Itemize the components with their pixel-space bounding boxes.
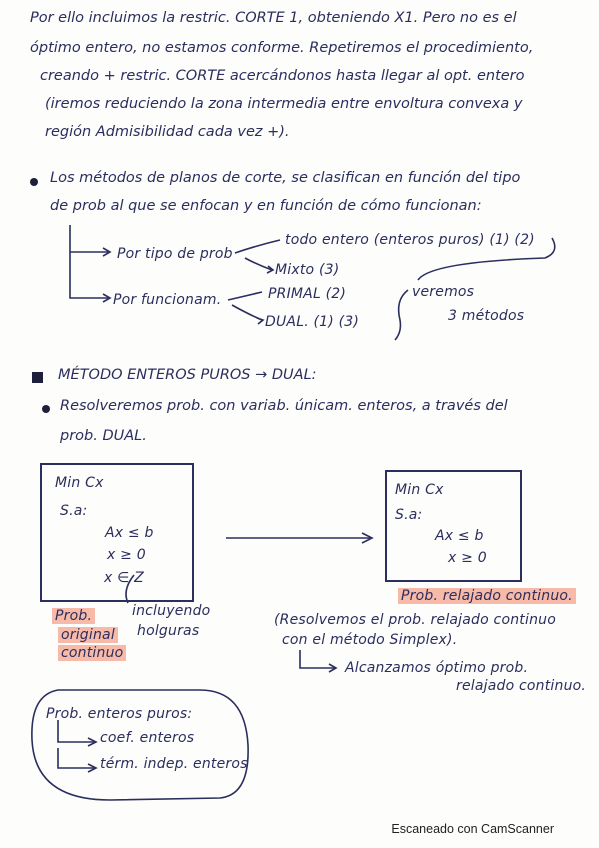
box-line: x ≥ 0	[107, 547, 146, 563]
box-line: Ax ≤ b	[435, 528, 484, 544]
holguras-note: holguras	[137, 623, 200, 639]
section-line: Resolveremos prob. con variab. únicam. e…	[60, 398, 508, 414]
summary-item: coef. enteros	[100, 730, 195, 746]
resolve-result: Alcanzamos óptimo prob.	[345, 660, 529, 676]
bullet-icon	[30, 178, 38, 186]
section-title: MÉTODO ENTEROS PUROS → DUAL:	[58, 367, 317, 383]
branch-func-item: DUAL. (1) (3)	[265, 314, 360, 330]
branch-func-label: Por funcionam.	[113, 292, 222, 308]
relaxed-label: Prob. relajado continuo.	[398, 588, 576, 604]
bullet-icon	[42, 405, 50, 413]
original-problem-box	[40, 463, 194, 602]
box-line: x ∈ Z	[104, 570, 144, 586]
branch-func-item: PRIMAL (2)	[268, 286, 347, 302]
box-line: Ax ≤ b	[105, 525, 154, 541]
resolve-line: con el método Simplex).	[282, 632, 458, 648]
square-bullet-icon	[32, 372, 43, 383]
summary-item: térm. indep. enteros	[100, 756, 248, 772]
summary-title: Prob. enteros puros:	[46, 706, 193, 722]
methods-line: de prob al que se enfocan y en función d…	[50, 198, 482, 214]
intro-line: región Admisibilidad cada vez +).	[45, 124, 290, 140]
box-line: S.a:	[395, 507, 423, 523]
box-line: Min Cx	[55, 475, 104, 491]
box-line: Min Cx	[395, 482, 444, 498]
methods-note: 3 métodos	[448, 308, 525, 324]
branch-type-item: Mixto (3)	[275, 262, 340, 278]
box-line: x ≥ 0	[448, 550, 487, 566]
original-label: Prob.	[52, 608, 96, 624]
box-line: S.a:	[60, 503, 88, 519]
intro-line: óptimo entero, no estamos conforme. Repe…	[30, 40, 534, 56]
original-label: original	[58, 627, 118, 643]
branch-type-label: Por tipo de prob	[117, 246, 233, 262]
relaxed-problem-box	[385, 470, 522, 582]
original-label: continuo	[58, 645, 127, 661]
intro-line: creando + restric. CORTE acercándonos ha…	[40, 68, 525, 84]
section-line: prob. DUAL.	[60, 428, 147, 444]
holguras-note: incluyendo	[132, 603, 211, 619]
methods-note: veremos	[412, 284, 475, 300]
branch-type-item: todo entero (enteros puros) (1) (2)	[285, 232, 535, 248]
scanner-footer: Escaneado con CamScanner	[391, 822, 554, 836]
methods-line: Los métodos de planos de corte, se clasi…	[50, 170, 521, 186]
resolve-line: (Resolvemos el prob. relajado continuo	[274, 612, 556, 628]
resolve-result: relajado continuo.	[456, 678, 587, 694]
intro-line: Por ello incluimos la restric. CORTE 1, …	[30, 10, 517, 26]
intro-line: (iremos reduciendo la zona intermedia en…	[45, 96, 523, 112]
